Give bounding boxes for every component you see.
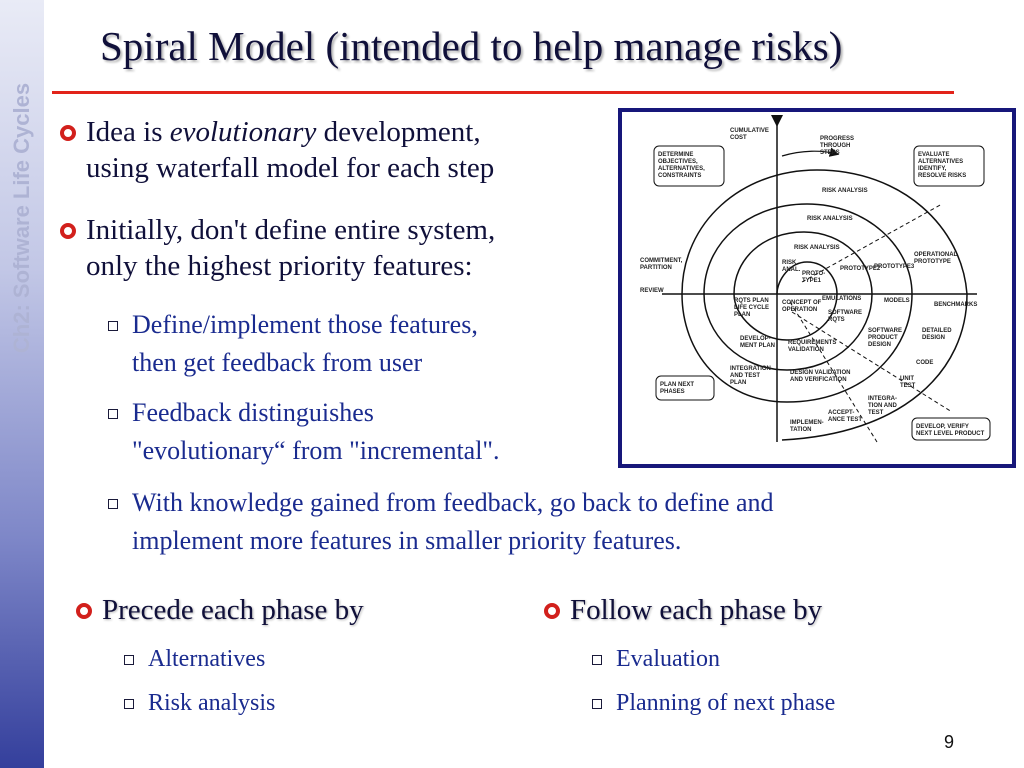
spiral-loops [681,169,968,441]
bullet-icon [544,603,560,619]
sub-bullet-text: implement more features in smaller prior… [132,526,682,555]
slide-title: Spiral Model (intended to help manage ri… [100,23,843,69]
quadrant-boxes [653,145,991,441]
follow-heading: Follow each phase by [544,592,822,628]
follow-item-text: Planning of next phase [616,690,836,716]
sub-bullet-knowledge: With knowledge gained from feedback, go … [108,484,774,560]
sub-bullet-define: Define/implement those features, then ge… [108,306,478,382]
follow-item-text: Evaluation [616,646,720,672]
label-development-plan: DEVELOP-MENT PLAN [740,336,775,349]
follow-item: Planning of next phase [592,684,835,722]
chapter-label: Ch2: Software Life Cycles [9,82,34,354]
bullet-text: only the highest priority features: [86,250,473,282]
precede-item: Alternatives [124,640,265,678]
follow-heading-text: Follow each phase by [570,594,823,626]
sub-bullet-text: Define/implement those features, [132,310,478,339]
label-models: MODELS [884,298,910,304]
label-acceptance-test: ACCEPT-ANCE TEST [828,410,862,423]
precede-heading: Precede each phase by [76,592,364,628]
title-divider [52,91,954,94]
bullet-evolutionary: Idea is evolutionary development, using … [60,114,494,186]
square-bullet-icon [592,699,602,709]
bullet-text: Idea is [86,116,170,148]
label-review: REVIEW [640,288,664,294]
label-proto3: PROTOTYPE3 [874,264,915,270]
label-benchmarks: BENCHMARKS [934,302,977,308]
label-commitment: COMMITMENT,PARTITION [640,258,683,271]
square-bullet-icon [108,409,118,419]
bullet-icon [76,603,92,619]
follow-item: Evaluation [592,640,720,678]
square-bullet-icon [108,499,118,509]
label-risk-analysis-inner: RISK ANALYSIS [794,245,840,251]
label-proto2: PROTOTYPE2 [840,266,881,272]
side-band: Ch2: Software Life Cycles [0,0,44,768]
bullet-initially: Initially, don't define entire system, o… [60,212,495,284]
sub-bullet-text: then get feedback from user [132,348,423,377]
square-bullet-icon [592,655,602,665]
bullet-italic-text: evolutionary [169,116,317,148]
label-code: CODE [916,360,933,366]
bullet-text: Initially, don't define entire system, [86,214,496,246]
bullet-icon [60,223,76,239]
page-number: 9 [943,732,954,752]
dashed-dividers [789,203,953,443]
label-emulations: EMULATIONS [822,296,861,302]
sub-bullet-text: "evolutionary“ from "incremental". [132,436,500,465]
square-bullet-icon [124,655,134,665]
bullet-text: using waterfall model for each step [86,152,495,184]
label-proto1: PROTO-TYPE1 [802,271,825,284]
label-risk-analysis-mid: RISK ANALYSIS [807,216,853,222]
progress-arrow [781,147,840,157]
precede-item-text: Risk analysis [148,690,276,716]
precede-item-text: Alternatives [148,646,266,672]
label-implementation: IMPLEMEN-TATION [790,420,824,433]
sub-bullet-text: With knowledge gained from feedback, go … [132,488,774,517]
square-bullet-icon [124,699,134,709]
square-bullet-icon [108,321,118,331]
bullet-icon [60,125,76,141]
precede-item: Risk analysis [124,684,275,722]
precede-heading-text: Precede each phase by [102,594,364,626]
bullet-text: development, [316,116,481,148]
sub-bullet-text: Feedback distinguishes [132,398,374,427]
sub-bullet-feedback: Feedback distinguishes "evolutionary“ fr… [108,394,500,470]
label-risk-analysis-outer: RISK ANALYSIS [822,188,868,194]
